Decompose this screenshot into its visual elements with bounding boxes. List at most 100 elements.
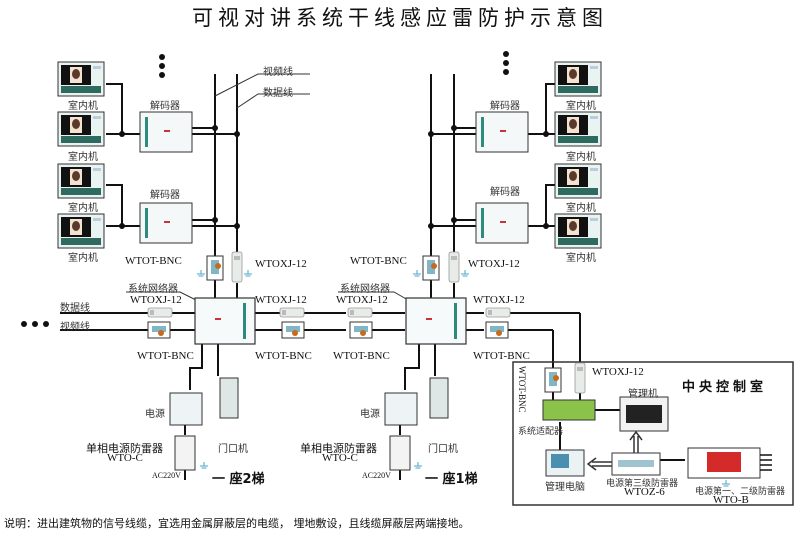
system-adapter <box>542 399 596 421</box>
xj12-model-label: WTOXJ-12 <box>473 294 525 306</box>
ground-icon <box>412 269 422 277</box>
decoder-left-2 <box>139 202 193 244</box>
ground-icon <box>243 269 253 277</box>
bnc-model-label: WTOT-BNC <box>473 350 530 362</box>
xj12-spd-b1-out <box>485 307 511 318</box>
continuation-dots-top-left <box>159 54 165 78</box>
indoor-unit-left-1 <box>57 61 105 97</box>
third-stage-spd-label: 电源第三级防雷器 <box>606 479 679 489</box>
junction-dots-building2 <box>119 125 240 229</box>
indoor-unit-left-2 <box>57 111 105 147</box>
diagram-title: 可视对讲系统干线感应雷防护示意图 <box>192 6 608 30</box>
door-unit-label: 门口机 <box>428 444 458 455</box>
bnc-model-label-vertical: WTOT-BNC <box>517 366 527 413</box>
first-second-stage-spd-label: 电源第一、二级防雷器 <box>695 487 786 497</box>
network-device-label: 系统网络器 <box>340 284 390 295</box>
system-network-device-building1 <box>405 297 467 345</box>
continuation-dots-left <box>21 321 49 327</box>
control-room-title: 中央控制室 <box>682 380 768 395</box>
bnc-model-label: WTOT-BNC <box>350 255 407 267</box>
building-2-label: 一 座2梯 <box>212 472 265 487</box>
decoder-label: 解码器 <box>150 101 180 112</box>
explanatory-note: 说明：进出建筑物的信号线缆，宜选用金属屏蔽层的电缆， 埋地敷设，且线缆屏蔽层两端… <box>4 517 470 530</box>
bnc-spd-b1-in <box>349 321 373 339</box>
junction-dots-building1 <box>428 125 549 229</box>
video-line-label: 视频线 <box>60 322 90 333</box>
decoder-right-1 <box>475 111 529 153</box>
system-adapter-label: 系统适配器 <box>518 427 564 437</box>
network-device-label: 系统网络器 <box>128 284 178 295</box>
bnc-spd-left-in <box>147 321 171 339</box>
xj12-spd-left-in <box>147 307 173 318</box>
xj12-spd-b2-out <box>279 307 305 318</box>
continuation-dots-top-right <box>503 51 509 75</box>
power-label: 电源 <box>145 409 165 420</box>
bnc-spd-b2-out <box>281 321 305 339</box>
ac220v-label: AC220V <box>362 471 391 480</box>
indoor-unit-right-1 <box>554 61 602 97</box>
ground-icon <box>196 269 206 277</box>
decoder-label: 解码器 <box>150 190 180 201</box>
riser-lines-building2 <box>60 74 346 480</box>
leader-lines <box>126 73 409 301</box>
ground-icon <box>199 461 209 469</box>
indoor-unit-right-2 <box>554 111 602 147</box>
bnc-model-label: WTOT-BNC <box>333 350 390 362</box>
decoder-right-2 <box>475 202 529 244</box>
bnc-spd-b1-out <box>485 321 509 339</box>
door-unit-building2 <box>219 377 239 419</box>
single-phase-spd-label: 单相电源防雷器 <box>300 442 377 455</box>
indoor-unit-label: 室内机 <box>68 203 98 214</box>
indoor-unit-label: 室内机 <box>68 101 98 112</box>
bnc-spd-control-room <box>544 367 562 393</box>
indoor-unit-label: 室内机 <box>566 203 596 214</box>
system-network-device-building2 <box>194 297 256 345</box>
bnc-model-label: WTOT-BNC <box>255 350 312 362</box>
ground-icon <box>413 461 423 469</box>
xj12-model-label: WTOXJ-12 <box>592 366 644 378</box>
wto-c-spd-building1 <box>389 435 411 471</box>
xj12-model-label: WTOXJ-12 <box>468 258 520 270</box>
control-room-wiring <box>552 392 685 461</box>
ground-icon <box>460 269 470 277</box>
door-unit-building1 <box>429 377 449 419</box>
indoor-unit-right-3 <box>554 163 602 199</box>
indoor-unit-label: 室内机 <box>68 152 98 163</box>
power-supply-building1 <box>384 392 418 426</box>
indoor-unit-left-4 <box>57 213 105 249</box>
xj12-spd-control-room <box>574 362 586 394</box>
building-1-label: 一 座1梯 <box>425 472 478 487</box>
management-unit-label: 管理机 <box>628 389 658 400</box>
data-line-label: 数据线 <box>263 88 293 99</box>
control-room-frame <box>512 361 794 506</box>
decoder-label: 解码器 <box>490 101 520 112</box>
bnc-spd-riser-building2 <box>206 255 224 281</box>
door-unit-label: 门口机 <box>218 444 248 455</box>
arrow-left-icon <box>586 457 612 471</box>
wto-c-model-label: WTO-C <box>322 452 358 464</box>
indoor-unit-right-4 <box>554 213 602 249</box>
bnc-model-label: WTOT-BNC <box>125 255 182 267</box>
video-line-label: 视频线 <box>263 67 293 78</box>
management-pc-label: 管理电脑 <box>545 482 585 493</box>
indoor-unit-label: 室内机 <box>68 253 98 264</box>
power-label: 电源 <box>360 409 380 420</box>
xj12-model-label: WTOXJ-12 <box>130 294 182 306</box>
indoor-unit-label: 室内机 <box>566 152 596 163</box>
wto-c-spd-building2 <box>174 435 196 471</box>
xj12-spd-riser-building2 <box>231 251 243 283</box>
xj12-spd-b1-in <box>347 307 373 318</box>
xj12-model-label: WTOXJ-12 <box>255 258 307 270</box>
data-line-label: 数据线 <box>60 303 90 314</box>
bnc-model-label: WTOT-BNC <box>137 350 194 362</box>
wtoz-6-model-label: WTOZ-6 <box>624 486 665 498</box>
decoder-label: 解码器 <box>490 187 520 198</box>
xj12-model-label: WTOXJ-12 <box>336 294 388 306</box>
riser-lines-building1 <box>372 74 581 480</box>
single-phase-spd-label: 单相电源防雷器 <box>86 442 163 455</box>
xj12-model-label: WTOXJ-12 <box>255 294 307 306</box>
indoor-unit-label: 室内机 <box>566 253 596 264</box>
indoor-unit-left-3 <box>57 163 105 199</box>
xj12-spd-riser-building1 <box>448 251 460 283</box>
